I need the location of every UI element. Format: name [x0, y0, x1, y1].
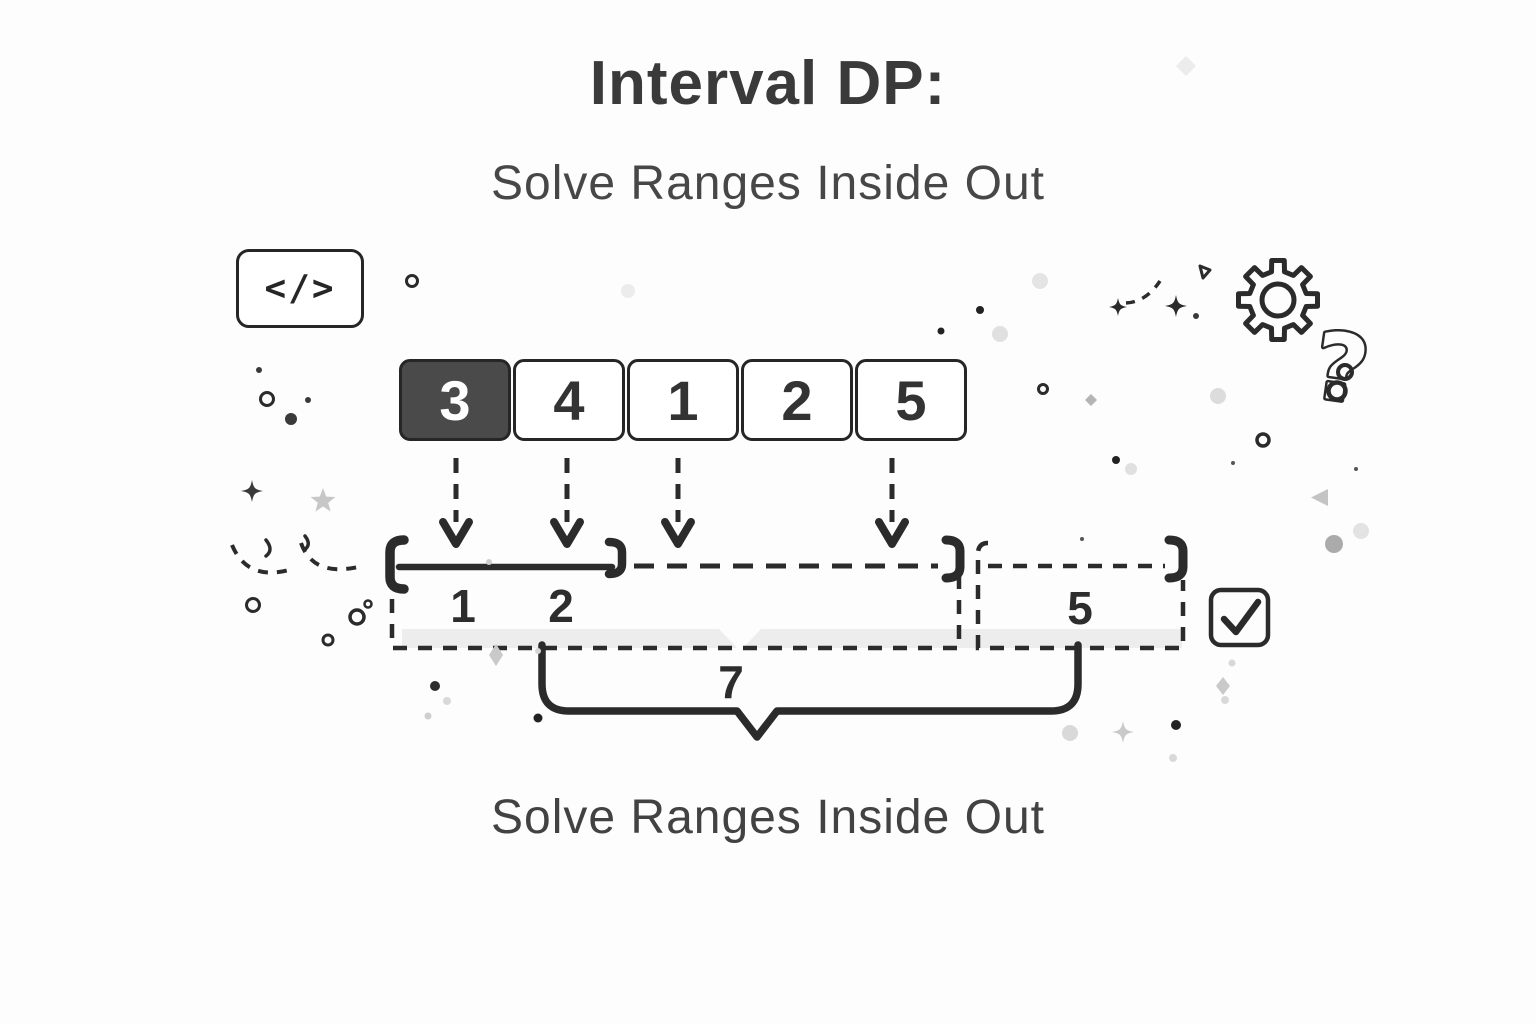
down-arrow-icon	[439, 458, 473, 548]
dashed-arc-doodles	[230, 542, 359, 575]
code-badge-icon: </>	[236, 249, 364, 328]
left-doodles	[230, 274, 635, 723]
close-bracket-2	[941, 535, 965, 583]
array-cell: 2	[741, 359, 853, 441]
right-doodles	[937, 56, 1369, 762]
sparkle-icon	[1112, 721, 1134, 743]
curl-doodles	[264, 534, 310, 558]
gear-icon	[1236, 258, 1320, 342]
down-arrow-icon	[875, 458, 909, 548]
page-subtitle: Solve Ranges Inside Out	[491, 157, 1045, 210]
sparkle-icon	[241, 480, 263, 502]
range-value-label: 2	[548, 580, 574, 632]
range-highlight-band	[402, 626, 1182, 651]
checked-checkbox-icon	[1208, 587, 1271, 648]
interval-line	[385, 535, 1188, 594]
page-title: Interval DP:	[589, 49, 947, 118]
array-cell: 1	[627, 359, 739, 441]
down-arrow-icon	[661, 458, 695, 548]
merged-total-label: 7	[718, 656, 744, 708]
left-range-dashed-box	[389, 571, 962, 651]
down-arrow-icon	[550, 458, 584, 548]
code-badge-label: </>	[264, 268, 336, 309]
bottom-caption: Solve Ranges Inside Out	[491, 791, 1045, 844]
star-icon	[310, 488, 336, 512]
right-range-dashed-box	[975, 560, 1186, 651]
dashed-arc-doodle	[1125, 280, 1162, 305]
range-boxes	[389, 540, 1186, 651]
array-cell: 5	[855, 359, 967, 441]
array-cell: 4	[513, 359, 625, 441]
merge-brace	[538, 641, 1082, 741]
down-arrow-icons	[439, 458, 909, 548]
close-bracket-3	[1164, 535, 1188, 583]
close-bracket-1	[604, 537, 627, 579]
sparkle-icon	[1109, 298, 1127, 316]
range-value-label: 5	[1067, 582, 1093, 634]
open-bracket	[385, 535, 409, 594]
array-cell-highlighted: 3	[399, 359, 511, 441]
array-row: 3 4 1 2 5	[399, 359, 967, 441]
sparkle-icon	[1165, 295, 1187, 317]
range-value-label: 1	[450, 580, 476, 632]
right-range-dashed-corner	[975, 540, 989, 555]
